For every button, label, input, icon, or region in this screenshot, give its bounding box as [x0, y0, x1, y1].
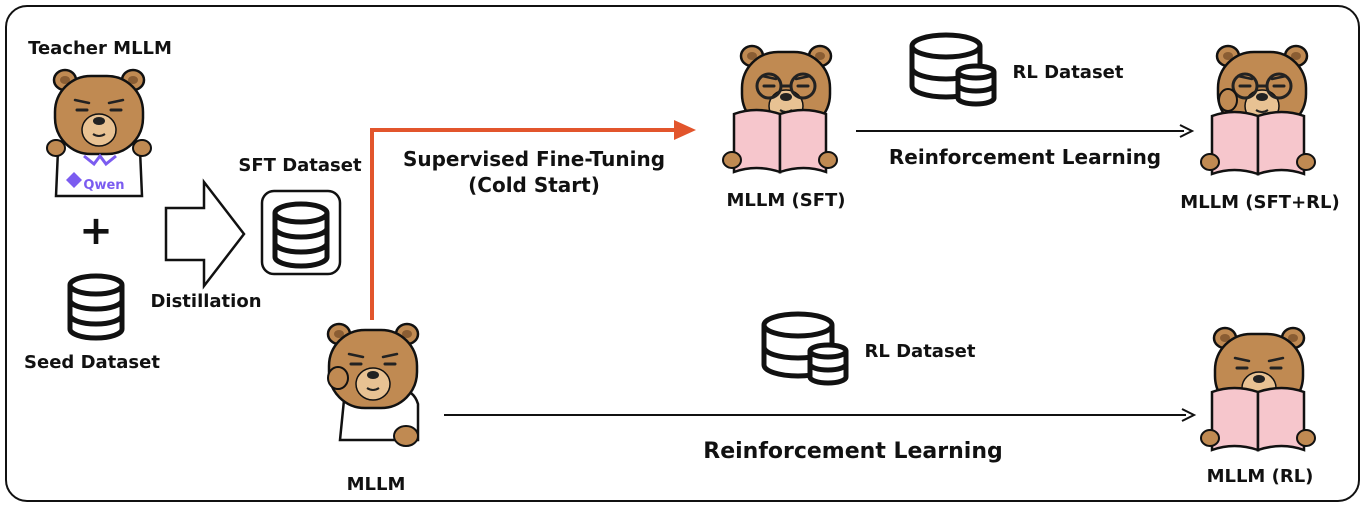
sft-dataset-label: SFT Dataset: [238, 155, 362, 176]
mllm-sft-rl-label: MLLM (SFT+RL): [1180, 192, 1339, 213]
diagram-frame: [5, 5, 1360, 502]
rl-bottom-arrow-head: [1181, 408, 1197, 422]
sft-title-line2: (Cold Start): [468, 173, 600, 197]
plus-sign: +: [79, 208, 113, 254]
teacher-bear-icon: Qwen: [46, 68, 152, 198]
sft-arrow: [370, 128, 676, 320]
rl-dataset-bottom-label: RL Dataset: [865, 341, 976, 362]
qwen-badge: Qwen: [83, 178, 124, 193]
sft-arrow-head: [674, 120, 696, 140]
mllm-sft-label: MLLM (SFT): [726, 190, 845, 211]
mllm-bear-icon: [326, 322, 420, 447]
rl-top-arrow-head: [1179, 124, 1195, 138]
seed-dataset-icon: [70, 276, 122, 338]
mllm-rl-label: MLLM (RL): [1207, 466, 1314, 487]
mllm-sft-bear-icon: [721, 44, 839, 174]
rl-dataset-top-icon: [912, 35, 994, 104]
mllm-rl-bear-icon: [1199, 326, 1317, 452]
sft-dataset-icon: [275, 204, 327, 266]
rl-dataset-top-label: RL Dataset: [1013, 62, 1124, 83]
mllm-sft-rl-bear-icon: [1199, 44, 1317, 176]
rl-bottom-label: Reinforcement Learning: [703, 439, 1003, 464]
seed-dataset-label: Seed Dataset: [24, 352, 160, 373]
sft-title-line1: Supervised Fine-Tuning: [403, 147, 665, 171]
distillation-label: Distillation: [150, 291, 261, 312]
rl-top-label: Reinforcement Learning: [889, 145, 1161, 169]
teacher-label: Teacher MLLM: [28, 38, 172, 59]
mllm-label: MLLM: [347, 474, 406, 495]
rl-dataset-bottom-icon: [764, 314, 846, 383]
distillation-arrow: [164, 178, 246, 290]
